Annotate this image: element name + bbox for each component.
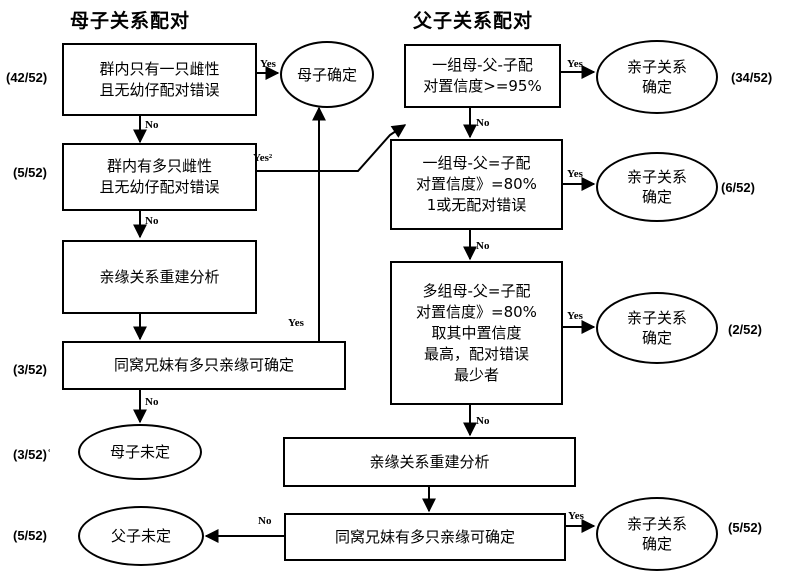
ellipse-mc-undetermined-text: 母子未定 <box>109 443 170 461</box>
ratio-right-e4: (5/52) <box>728 520 762 535</box>
left-box-kinship-analysis: 亲缘关系重建分析 <box>62 240 257 314</box>
ellipse-pc3-line1: 亲子关系 <box>626 309 687 327</box>
left-box-multiple-females: 群内有多只雌性 且无幼仔配对错误 <box>62 143 257 211</box>
right-box3-line2: 对置信度》=80% <box>416 302 537 321</box>
right-box5-text: 同窝兄妹有多只亲缘可确定 <box>334 527 515 546</box>
left-box4-text: 同窝兄妹有多只亲缘可确定 <box>113 356 294 374</box>
left-box-single-female: 群内只有一只雌性 且无幼仔配对错误 <box>62 43 257 116</box>
label-no-left-box4: No <box>145 396 159 408</box>
ratio-right-undetermined: (5/52) <box>13 528 47 543</box>
ellipse-pc4-line2: 确定 <box>641 535 672 553</box>
right-box3-line4: 最高，配对错误 <box>423 344 529 363</box>
right-box-kinship-analysis: 亲缘关系重建分析 <box>283 437 576 487</box>
ratio-left-box4: (3/52) <box>13 362 47 377</box>
right-box2-line3: 1或无配对错误 <box>426 196 527 214</box>
ratio-right-e2: (6/52) <box>721 180 755 195</box>
left-box1-line2: 且无幼仔配对错误 <box>99 80 220 99</box>
ellipse-parent-child-confirmed-1: 亲子关系 确定 <box>596 40 718 114</box>
ellipse-mc-confirmed-text: 母子确定 <box>296 65 357 84</box>
ellipse-pc2-line2: 确定 <box>641 188 672 206</box>
ratio-right-e1: (34/52) <box>731 70 773 85</box>
label-no-left-box1: No <box>145 119 159 131</box>
ellipse-mother-child-undetermined: 母子未定 <box>78 424 202 480</box>
ellipse-pc1-line1: 亲子关系 <box>626 58 687 76</box>
right-box3-line3: 取其中置信度 <box>431 323 522 342</box>
label-no-right-box5: No <box>258 515 272 527</box>
label-no-left-box2: No <box>145 215 159 227</box>
label-yes-right-box2: Yes <box>567 168 583 180</box>
label-yes-right-box3: Yes <box>567 310 583 322</box>
label-no-right-box1: No <box>476 117 490 129</box>
ratio-left-box1: (42/52) <box>6 70 48 85</box>
label-no-right-box2: No <box>476 240 490 252</box>
ellipse-pc4-line1: 亲子关系 <box>626 515 687 533</box>
right-box4-text: 亲缘关系重建分析 <box>369 452 490 471</box>
arrow-left-box2-to-right-box1 <box>257 124 407 172</box>
ellipse-father-child-undetermined: 父子未定 <box>78 506 204 566</box>
right-box2-line2: 对置信度》=80% <box>416 175 537 193</box>
ratio-right-e3: (2/52) <box>728 322 762 337</box>
left-box-sibling-kinship: 同窝兄妹有多只亲缘可确定 <box>62 341 346 390</box>
right-box3-line5: 最少者 <box>453 365 499 384</box>
ratio-left-undetermined: (3/52)ʿ <box>13 447 52 462</box>
right-box1-line1: 一组母-父-子配 <box>432 56 533 74</box>
right-box-sibling-kinship: 同窝兄妹有多只亲缘可确定 <box>284 513 566 561</box>
right-box2-line1: 一组母-父=子配 <box>422 154 531 172</box>
ellipse-pc1-line2: 确定 <box>641 78 672 96</box>
label-yes-left-box4: Yes <box>288 317 304 329</box>
left-box1-line1: 群内只有一只雌性 <box>99 59 220 78</box>
ellipse-parent-child-confirmed-4: 亲子关系 确定 <box>596 497 718 571</box>
arrow-left-box4-to-confirm <box>312 106 346 343</box>
ratio-left-box2: (5/52) <box>13 165 47 180</box>
ellipse-pc2-line1: 亲子关系 <box>626 168 687 186</box>
label-yes-right-box5: Yes <box>568 510 584 522</box>
right-box-confidence-80-multiple: 多组母-父=子配 对置信度》=80% 取其中置信度 最高，配对错误 最少者 <box>390 261 563 405</box>
right-box-confidence-95: 一组母-父-子配 对置信度>=95% <box>404 44 561 108</box>
left-box2-line2: 且无幼仔配对错误 <box>99 178 220 196</box>
right-box1-line2: 对置信度>=95% <box>423 77 542 95</box>
label-yes-left-box1: Yes <box>260 58 276 70</box>
right-box3-line1: 多组母-父=子配 <box>422 281 531 300</box>
label-no-right-box3: No <box>476 415 490 427</box>
ellipse-parent-child-confirmed-3: 亲子关系 确定 <box>596 292 718 364</box>
title-mother-child: 母子关系配对 <box>70 10 191 32</box>
ellipse-fc-undetermined-text: 父子未定 <box>110 527 171 545</box>
right-box-confidence-80-single: 一组母-父=子配 对置信度》=80% 1或无配对错误 <box>390 139 563 230</box>
left-box2-line1: 群内有多只雌性 <box>106 157 212 175</box>
title-father-child: 父子关系配对 <box>413 10 534 32</box>
label-yes-right-box1: Yes <box>567 58 583 70</box>
left-box3-text: 亲缘关系重建分析 <box>99 267 220 286</box>
ellipse-mother-child-confirmed: 母子确定 <box>280 41 374 108</box>
ellipse-parent-child-confirmed-2: 亲子关系 确定 <box>596 152 718 222</box>
label-yes2-left-box2: Yes² <box>253 152 273 164</box>
ellipse-pc3-line2: 确定 <box>641 329 672 347</box>
